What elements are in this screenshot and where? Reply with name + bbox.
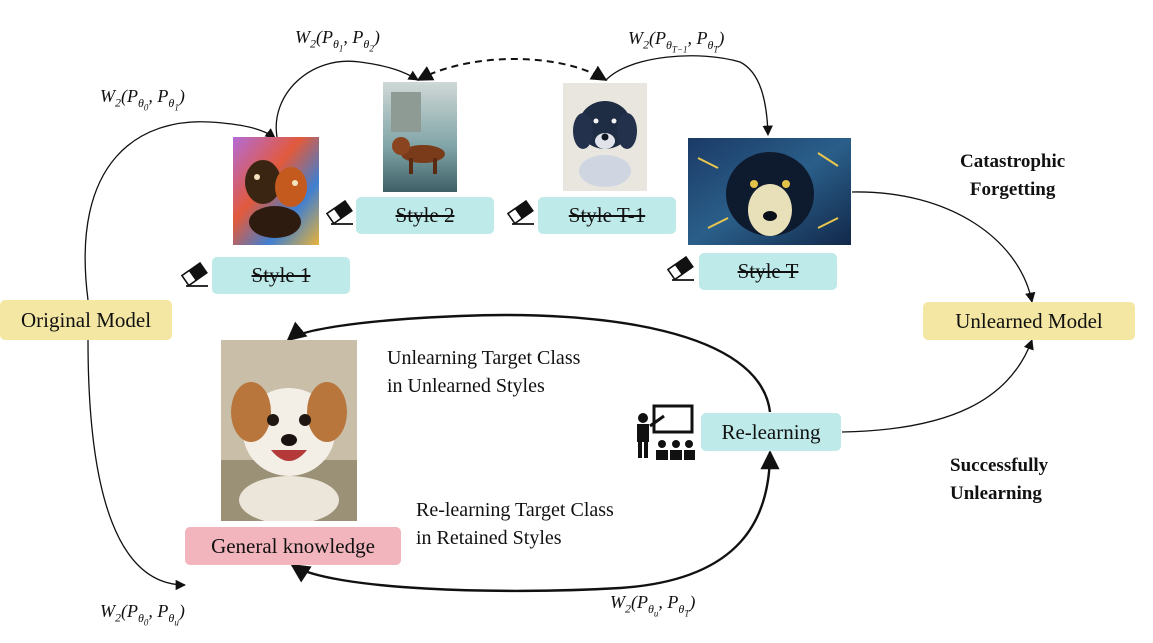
style-t-minus-1-dog-image	[563, 83, 647, 191]
general-knowledge-label: General knowledge	[211, 533, 375, 558]
style-t-box: Style T	[699, 253, 837, 290]
style2-dog-image	[383, 82, 457, 192]
style-2-box: Style 2	[356, 197, 494, 234]
arrow-style1-to-style2	[275, 60, 419, 138]
unlearned-model-box: Unlearned Model	[923, 302, 1135, 340]
arrow-relearning-to-unlearned	[841, 339, 1034, 433]
eraser-icon	[325, 200, 353, 225]
relearning-target-label: Re-learning Target Class in Retained Sty…	[416, 499, 614, 549]
unlearned-model-label: Unlearned Model	[955, 308, 1103, 333]
arrow-relearning-to-general	[286, 313, 772, 413]
style-2-label: Style 2	[395, 203, 455, 227]
general-knowledge-box: General knowledge	[185, 527, 401, 565]
original-model-box: Original Model	[0, 300, 172, 340]
eraser-icon	[180, 262, 208, 287]
teacher-classroom-icon	[637, 404, 695, 460]
relearning-label: Re-learning	[721, 419, 821, 444]
style-t-dog-image	[688, 138, 851, 245]
formula-w2-thetaT1-thetaT: W2(PθT−1, PθT)	[628, 28, 725, 54]
unlearning-target-label: Unlearning Target Class in Unlearned Sty…	[387, 347, 581, 397]
style-t-minus-1-label: Style T-1	[568, 203, 646, 227]
successfully-unlearning-label: Successfully Unlearning	[950, 455, 1049, 504]
relearning-box: Re-learning	[701, 413, 841, 451]
arrow-general-to-relearning	[290, 450, 780, 593]
style-1-label: Style 1	[251, 263, 311, 287]
formula-w2-theta0-theta1: W2(Pθ0, Pθ1)	[100, 86, 185, 112]
eraser-icon	[666, 256, 694, 281]
style1-dog-image	[233, 137, 319, 245]
formula-w2-theta0-thetau: W2(Pθ0, Pθu)	[100, 601, 185, 627]
catastrophic-forgetting-label: Catastrophic Forgetting	[960, 151, 1066, 200]
style-t-label: Style T	[737, 259, 799, 283]
formula-w2-thetau-thetaT: W2(Pθu, PθT)	[610, 592, 696, 618]
formula-w2-theta1-theta2: W2(Pθ1, Pθ2)	[295, 27, 380, 53]
general-knowledge-dog-photo	[221, 340, 357, 521]
style-1-box: Style 1	[212, 257, 350, 294]
arrow-styleT-to-unlearned	[851, 191, 1036, 304]
arrow-styleT1-to-styleT	[605, 55, 773, 137]
arrow-original-to-general	[87, 339, 187, 591]
original-model-label: Original Model	[20, 307, 152, 332]
style-t-minus-1-box: Style T-1	[538, 197, 676, 234]
eraser-icon	[506, 200, 534, 225]
arrow-original-to-style1	[84, 121, 276, 301]
arrow-dashed-style2-to-styleT1	[416, 58, 608, 81]
